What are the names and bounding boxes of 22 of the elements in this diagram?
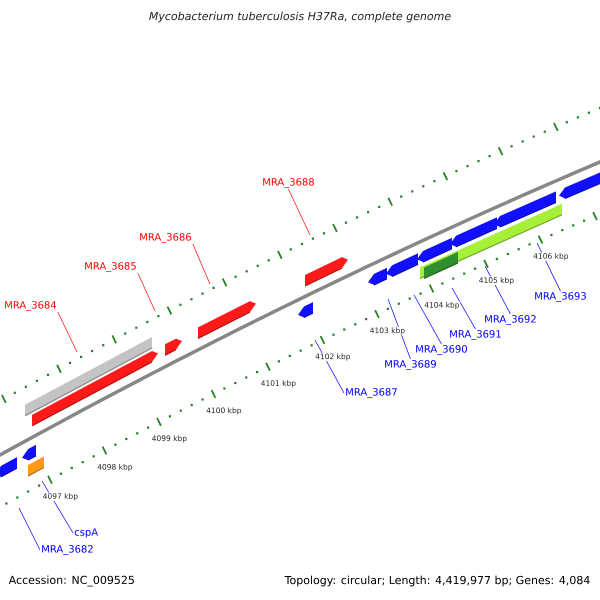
gene-label: MRA_3684 xyxy=(5,301,56,311)
gene-label: MRA_3688 xyxy=(263,178,314,188)
gene-label: MRA_3692 xyxy=(485,315,536,325)
gene-label: MRA_3686 xyxy=(140,233,192,243)
gene-label: cspA xyxy=(74,528,98,538)
gene-label: MRA_3689 xyxy=(385,360,436,370)
title: Mycobacterium tuberculosis H37Ra, complete genome xyxy=(149,12,451,22)
leader-line xyxy=(288,188,310,236)
leader-line xyxy=(58,312,78,352)
leader-line xyxy=(138,272,156,312)
leader-line xyxy=(18,508,40,550)
leader-line xyxy=(452,288,476,330)
gene-label: MRA_3690 xyxy=(416,345,468,355)
leader-line xyxy=(414,294,442,344)
genome-info-text: Topology: circular; Length: 4,419,977 bp; Genes: 4,084 xyxy=(284,576,590,586)
leader-line xyxy=(192,244,210,284)
accession-text: Accession: NC_009525 xyxy=(8,576,134,586)
gene-label: MRA_3687 xyxy=(346,388,397,398)
gene-label: MRA_3691 xyxy=(450,330,501,340)
gene-label: MRA_3685 xyxy=(85,262,136,272)
gene-label: MRA_3693 xyxy=(535,292,586,302)
gene-label: MRA_3682 xyxy=(42,545,93,555)
